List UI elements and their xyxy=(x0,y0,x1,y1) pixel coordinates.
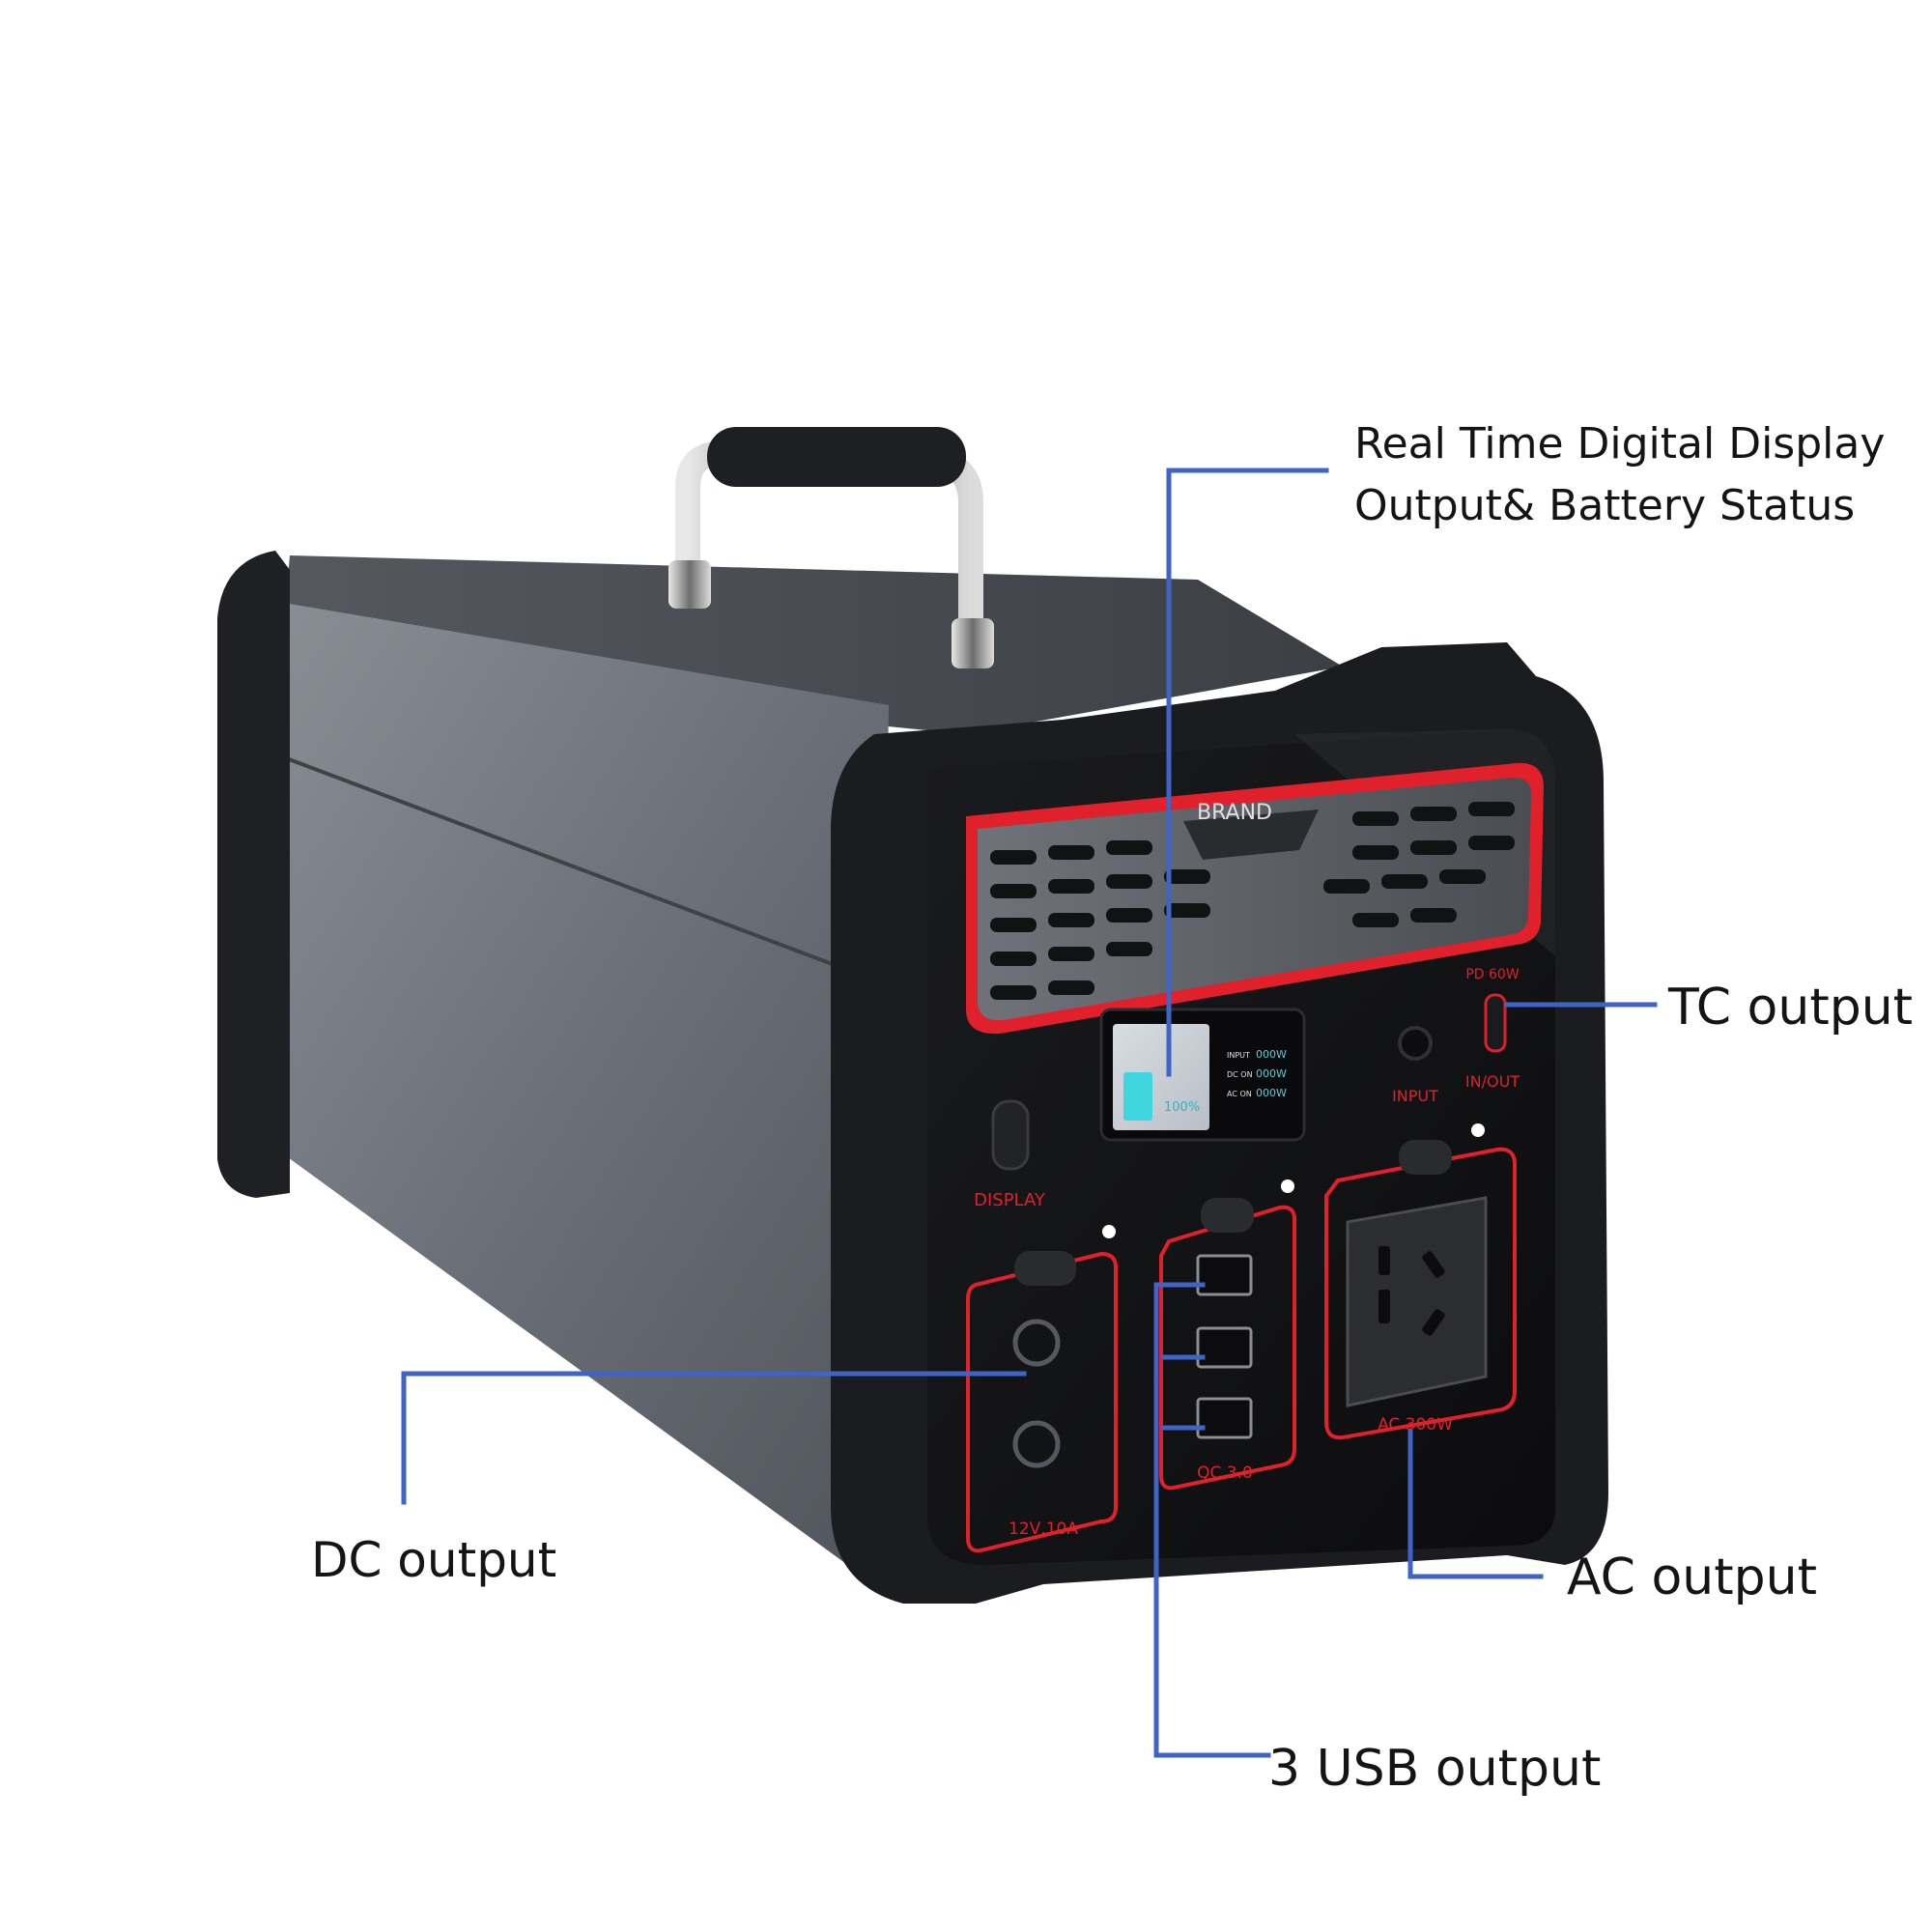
ac-output-label: AC output xyxy=(1567,1548,1818,1606)
rear-bumper xyxy=(217,551,290,1198)
display-button-label: DISPLAY xyxy=(974,1190,1046,1210)
usb-indicator-led xyxy=(1281,1179,1294,1193)
dc-toggle-button[interactable] xyxy=(1014,1251,1076,1286)
input-port-label: INPUT xyxy=(1392,1087,1438,1105)
dc-output-group: 12V,10A xyxy=(966,1225,1118,1553)
display-callout-line1: Real Time Digital Display xyxy=(1354,419,1886,469)
display-callout-line2: Output& Battery Status xyxy=(1354,481,1856,530)
usb-leader-line xyxy=(1153,1282,1271,1758)
pd-rating-label: PD 60W xyxy=(1465,967,1519,982)
brand-label: BRAND xyxy=(1197,801,1272,825)
usb-toggle-button[interactable] xyxy=(1201,1198,1254,1233)
dc-port-1[interactable] xyxy=(1012,1319,1061,1367)
dc-port-2[interactable] xyxy=(1012,1420,1061,1468)
side-body xyxy=(261,599,889,1584)
dc-rating-label: 12V,10A xyxy=(1009,1520,1078,1539)
lcd-ac-label: AC ON xyxy=(1227,1090,1252,1098)
dc-output-label: DC output xyxy=(311,1532,557,1588)
ac-socket[interactable] xyxy=(1346,1196,1488,1407)
ac-output-group: AC 300W xyxy=(1324,1123,1517,1440)
carry-handle xyxy=(668,427,994,668)
display-button[interactable] xyxy=(991,1099,1030,1171)
lcd-display: 100% INPUT 000W DC ON 000W AC ON 000W xyxy=(1099,1008,1306,1142)
usb-port-2[interactable] xyxy=(1196,1326,1253,1369)
ac-leader-line xyxy=(1407,1429,1544,1579)
ac-indicator-led xyxy=(1471,1123,1485,1137)
usb-output-label: 3 USB output xyxy=(1268,1740,1602,1798)
ac-rating-label: AC 300W xyxy=(1378,1415,1453,1435)
tc-output-label: TC output xyxy=(1668,979,1914,1037)
display-callout-label: Real Time Digital Display Output& Batter… xyxy=(1354,413,1885,537)
vent-grille: BRAND xyxy=(966,762,1544,1035)
lcd-battery-percent: 100% xyxy=(1164,1100,1200,1115)
lcd-dc-value: 000W xyxy=(1256,1067,1287,1080)
lcd-input-label: INPUT xyxy=(1227,1051,1250,1060)
dc-indicator-led xyxy=(1102,1225,1116,1238)
lcd-input-value: 000W xyxy=(1256,1048,1287,1061)
type-c-port-label: IN/OUT xyxy=(1465,1072,1520,1091)
dc-leader-line xyxy=(401,1371,1027,1505)
usb-port-3[interactable] xyxy=(1196,1397,1253,1439)
lcd-dc-label: DC ON xyxy=(1227,1070,1253,1079)
display-leader-line xyxy=(1166,468,1329,1077)
side-seam xyxy=(260,747,851,973)
power-station: BRAND 100% INPUT 000W DC ON 000W AC ON 0… xyxy=(217,427,1608,1604)
type-c-port[interactable] xyxy=(1484,993,1507,1053)
usb-rating-label: QC 3.0 xyxy=(1197,1463,1253,1483)
ac-toggle-button[interactable] xyxy=(1399,1140,1452,1175)
input-port[interactable] xyxy=(1398,1026,1433,1061)
battery-icon xyxy=(1123,1072,1152,1121)
lcd-ac-value: 000W xyxy=(1256,1087,1287,1099)
usb-port-1[interactable] xyxy=(1196,1254,1253,1296)
usb-output-group: QC 3.0 xyxy=(1159,1179,1296,1491)
